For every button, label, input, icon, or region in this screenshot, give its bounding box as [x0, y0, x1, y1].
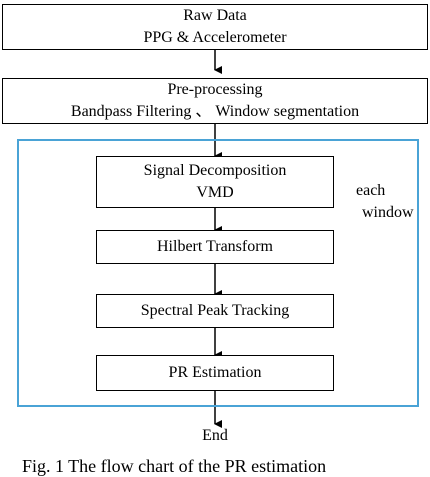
each-window-label: each window: [348, 180, 428, 224]
connector-arrows: [214, 50, 222, 428]
preprocessing-node: Pre-processing Bandpass Filtering 、 Wind…: [2, 78, 428, 124]
raw-data-node: Raw Data PPG & Accelerometer: [2, 4, 428, 50]
hilbert-transform-node: Hilbert Transform: [96, 230, 334, 264]
per-window-frame: [17, 139, 419, 407]
hilbert-transform-label: Hilbert Transform: [157, 238, 273, 255]
signal-decomposition-node: Signal Decomposition VMD: [96, 156, 334, 208]
signal-decomposition-method: VMD: [196, 184, 234, 201]
signal-decomposition-title: Signal Decomposition: [143, 162, 287, 179]
pr-estimation-node: PR Estimation: [96, 355, 334, 391]
each-window-line1: each: [356, 182, 386, 199]
end-label: End: [202, 427, 228, 444]
raw-data-title: Raw Data: [183, 7, 247, 24]
preprocessing-title: Pre-processing: [167, 81, 263, 98]
pr-estimation-label: PR Estimation: [168, 364, 262, 381]
spectral-peak-tracking-node: Spectral Peak Tracking: [96, 294, 334, 328]
each-window-line2: window: [362, 204, 414, 221]
raw-data-subtitle: PPG & Accelerometer: [143, 29, 287, 46]
preprocessing-subtitle: Bandpass Filtering 、 Window segmentation: [70, 103, 360, 120]
figure-caption: Fig. 1 The flow chart of the PR estimati…: [22, 456, 327, 476]
spectral-peak-tracking-label: Spectral Peak Tracking: [140, 302, 290, 319]
